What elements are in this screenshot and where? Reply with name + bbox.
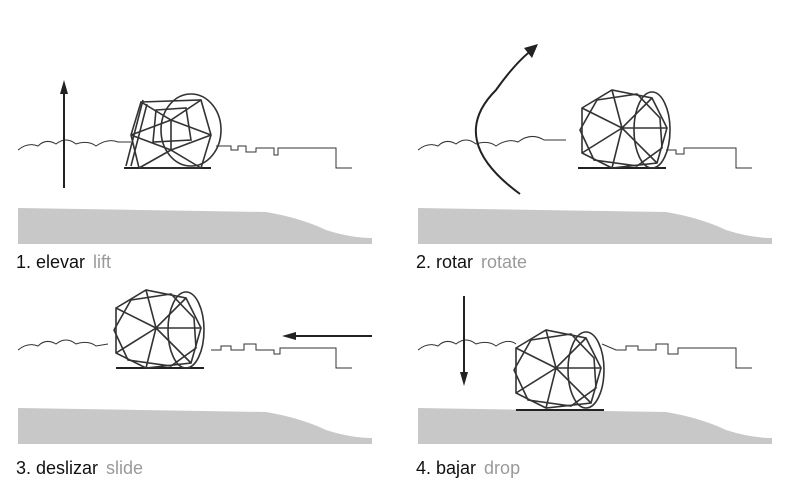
geodesic-structure — [125, 93, 222, 169]
skyline-profile — [417, 136, 752, 169]
ground-section — [418, 208, 772, 244]
step-number: 3. — [16, 458, 37, 478]
step-label-english: lift — [93, 252, 112, 272]
skyline-profile — [17, 339, 352, 369]
skyline-profile — [17, 139, 352, 169]
step-label-spanish: bajar — [436, 458, 477, 478]
step-label-spanish: rotar — [436, 252, 474, 272]
rotate-illustration — [417, 44, 772, 244]
left-arrow-icon — [282, 332, 372, 340]
geodesic-structure — [579, 89, 671, 169]
step-caption: 2. rotar rotate — [416, 252, 527, 272]
down-arrow-icon — [460, 296, 468, 386]
ground-section — [18, 208, 372, 244]
ground-section — [418, 408, 772, 444]
slide-illustration — [17, 289, 372, 444]
step-panel-lift: 1. elevar lift — [16, 0, 386, 272]
step-caption: 4. bajar drop — [416, 458, 520, 478]
step-label-english: drop — [484, 458, 521, 478]
step-number: 2. — [416, 252, 437, 272]
up-arrow-icon — [60, 80, 68, 188]
step-label-spanish: deslizar — [36, 458, 99, 478]
drop-illustration — [417, 296, 772, 444]
rotate-arc-arrow-icon — [474, 44, 538, 195]
step-label-spanish: elevar — [36, 252, 86, 272]
step-label-english: rotate — [481, 252, 528, 272]
step-label-english: slide — [106, 458, 144, 478]
step-number: 1. — [16, 252, 37, 272]
step-number: 4. — [416, 458, 437, 478]
step-panel-drop: 4. bajar drop — [416, 240, 786, 478]
lift-illustration — [17, 80, 372, 244]
step-caption: 1. elevar lift — [16, 252, 111, 272]
geodesic-structure — [113, 289, 205, 369]
geodesic-structure — [513, 329, 605, 409]
step-panel-rotate: 2. rotar rotate — [416, 0, 786, 272]
skyline-profile — [417, 339, 752, 369]
step-caption: 3. deslizar slide — [16, 458, 143, 478]
step-panel-slide: 3. deslizar slide — [16, 240, 386, 478]
ground-section — [18, 408, 372, 444]
